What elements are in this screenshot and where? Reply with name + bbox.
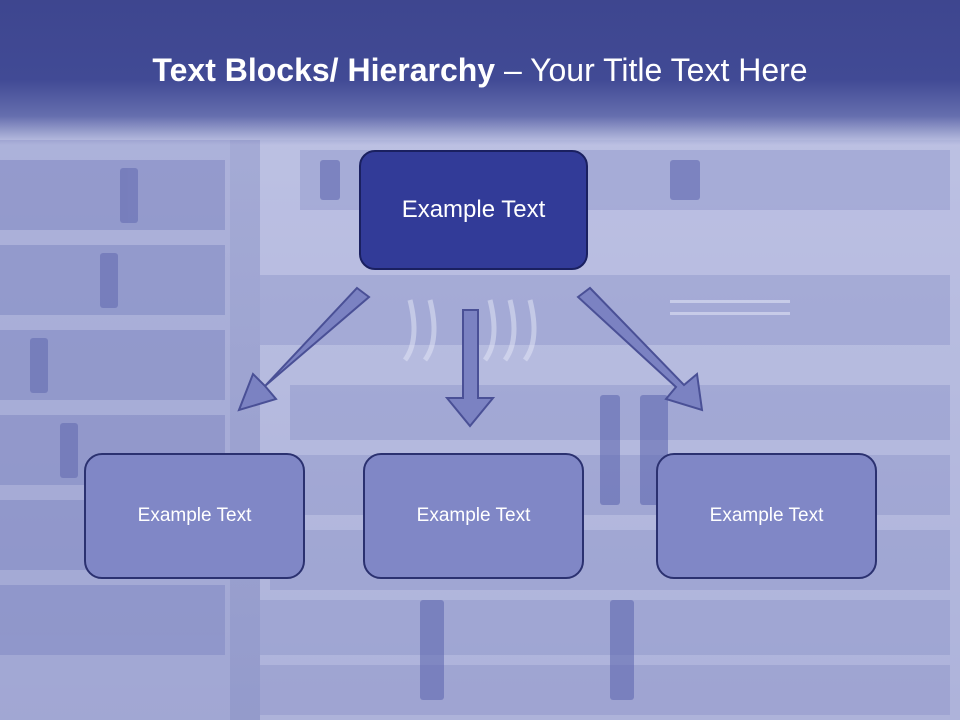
child-label-left: Example Text	[137, 505, 252, 526]
child-label-center: Example Text	[416, 505, 531, 526]
child-label-right: Example Text	[709, 505, 824, 526]
top-level-box: Example Text	[359, 150, 588, 270]
child-box-right: Example Text	[656, 453, 877, 579]
child-box-left: Example Text	[84, 453, 305, 579]
title-band	[0, 0, 960, 145]
child-box-center: Example Text	[363, 453, 584, 579]
top-level-label: Example Text	[401, 196, 546, 223]
arrow-to-left-box	[237, 286, 371, 412]
arrow-to-center-box	[444, 309, 496, 428]
title-bold: Text Blocks/ Hierarchy	[152, 52, 496, 88]
title-rest: – Your Title Text Here	[495, 52, 808, 88]
arrow-to-right-box	[576, 286, 704, 412]
slide-title: Text Blocks/ Hierarchy – Your Title Text…	[0, 52, 960, 89]
